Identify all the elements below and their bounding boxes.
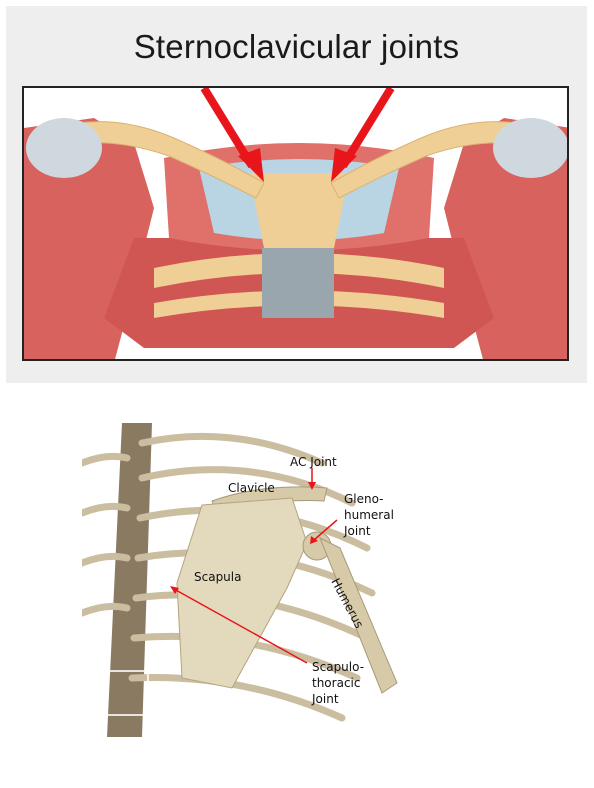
trachea xyxy=(262,248,334,318)
right-arrow-shaft xyxy=(339,88,395,169)
shoulder-joints-figure-panel: AC Joint Clavicle Gleno- humeral Joint S… xyxy=(82,423,400,737)
sternoclavicular-figure-panel: Sternoclavicular joints xyxy=(6,6,587,383)
label-scapulothoracic-3: Joint xyxy=(311,692,339,706)
left-shoulder-bone xyxy=(26,118,102,178)
label-gleno-1: Gleno- xyxy=(344,492,384,506)
left-arrow-head xyxy=(238,148,264,182)
label-scapulothoracic-2: thoracic xyxy=(312,676,360,690)
label-scapulothoracic-1: Scapulo- xyxy=(312,660,364,674)
glenohumeral-arrow xyxy=(313,519,338,541)
label-clavicle: Clavicle xyxy=(228,481,275,495)
anatomy-illustration-frame xyxy=(22,86,569,361)
right-shoulder-bone xyxy=(493,118,567,178)
ac-joint-arrow-head xyxy=(308,482,316,490)
manubrium xyxy=(249,173,349,248)
label-scapula: Scapula xyxy=(194,570,241,584)
watermark-logo xyxy=(103,670,149,716)
label-ac-joint: AC Joint xyxy=(290,455,337,469)
sternoclavicular-anatomy-illustration xyxy=(24,88,567,359)
scapulothoracic-arrow-head xyxy=(170,586,179,594)
left-arrow-shaft xyxy=(200,88,256,169)
label-gleno-2: humeral xyxy=(344,508,394,522)
scapula-bone xyxy=(176,497,308,689)
label-gleno-3: Joint xyxy=(343,524,371,538)
right-arrow-head xyxy=(331,148,357,182)
glenohumeral-arrow-head xyxy=(310,536,318,544)
shoulder-skeleton-illustration: AC Joint Clavicle Gleno- humeral Joint S… xyxy=(82,423,398,737)
humerus-bone xyxy=(319,536,398,694)
spine xyxy=(107,423,152,737)
figure-title: Sternoclavicular joints xyxy=(133,28,460,65)
scapulothoracic-arrow xyxy=(173,588,308,664)
